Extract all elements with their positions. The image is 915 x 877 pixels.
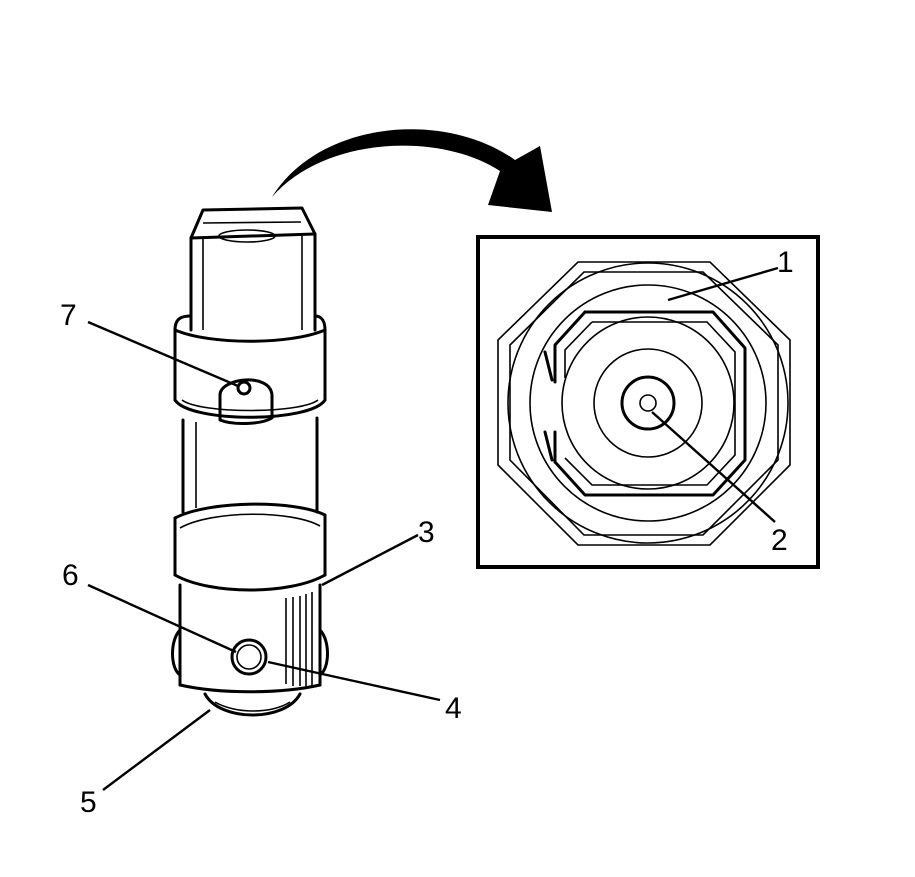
callout-7: 7 [60, 299, 77, 332]
callout-2: 2 [771, 524, 788, 557]
top-view-detail [476, 235, 820, 569]
callout-4: 4 [445, 692, 462, 725]
callout-5: 5 [80, 786, 97, 819]
rotation-arrow [272, 129, 552, 212]
roller-lifter [171, 206, 329, 717]
callout-1: 1 [777, 246, 794, 279]
leader-lines [87, 266, 779, 791]
callout-3: 3 [418, 516, 435, 549]
callout-6: 6 [62, 559, 79, 592]
callout-labels: 1 2 3 4 5 6 7 [60, 246, 794, 819]
